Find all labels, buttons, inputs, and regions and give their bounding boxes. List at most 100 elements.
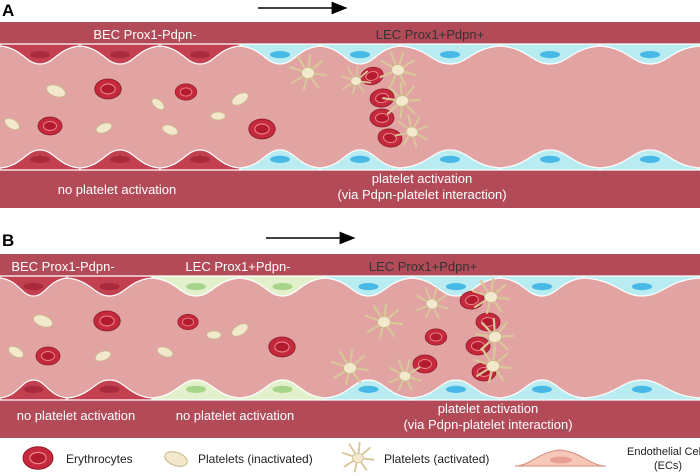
endothelial-cell [411, 379, 501, 401]
endothelial-cell [324, 275, 413, 297]
activation-label-line2: (via Pdpn-platelet interaction) [403, 417, 572, 432]
platelet-inactive [46, 84, 66, 98]
platelet-inactive [210, 111, 226, 121]
legend-platelets-activated-label: Platelets (activated) [384, 452, 489, 466]
endothelial-cell [66, 275, 153, 297]
erythrocyte [248, 118, 276, 140]
panel-a: A BEC Prox1-Pdpn- LEC Prox1+Pdpn+ no pla… [0, 1, 700, 208]
top-endothelial-layer [0, 43, 700, 65]
legend-erythrocytes-label: Erythrocytes [66, 452, 133, 466]
endothelial-cell [599, 43, 700, 65]
endothelial-cell [599, 149, 700, 171]
erythrocyte [174, 83, 198, 101]
cell-nucleus [186, 283, 206, 291]
platelet-core [395, 95, 409, 107]
platelet-inactive [8, 346, 24, 358]
endothelial-cell [239, 275, 326, 297]
platelet-activated [364, 302, 404, 340]
platelet-activated [388, 359, 422, 391]
platelet-core [486, 360, 500, 372]
endothelial-cell [151, 379, 241, 401]
cell-label-bec: BEC Prox1-Pdpn- [93, 27, 196, 42]
erythrocyte [177, 314, 199, 330]
platelet-inactive [4, 118, 20, 130]
endothelial-cell [583, 275, 700, 297]
erythrocyte [412, 354, 438, 374]
cell-nucleus [23, 283, 44, 291]
cell-nucleus [190, 51, 210, 59]
platelet-core [350, 76, 362, 86]
platelet-core [343, 362, 357, 374]
endothelial-cell [0, 149, 81, 171]
erythrocyte-center [41, 351, 55, 361]
platelet-core [488, 331, 502, 343]
no-activation-label-2: no platelet activation [176, 408, 295, 423]
erythrocyte [424, 328, 448, 346]
activation-label-line1: platelet activation [372, 171, 472, 186]
legend: Erythrocytes Platelets (inactivated) Pla… [22, 441, 700, 473]
platelet-body [156, 346, 174, 358]
cell-nucleus [272, 385, 293, 393]
platelet-inactive [231, 323, 249, 337]
cell-nucleus [99, 283, 120, 291]
cell-nucleus [358, 385, 379, 393]
platelet-inactive [151, 98, 165, 110]
cell-label-lec-pos: LEC Prox1+Pdpn+ [376, 27, 484, 42]
erythrocyte [94, 78, 122, 100]
cell-nucleus [358, 283, 379, 291]
platelet-body [151, 98, 165, 110]
endothelial-cell [399, 149, 501, 171]
cell-nucleus [272, 283, 293, 291]
blood-cells [4, 51, 429, 148]
platelet-inactive [231, 92, 249, 106]
no-activation-label: no platelet activation [58, 182, 177, 197]
platelet-inactive [95, 122, 113, 134]
cell-nucleus [446, 385, 466, 393]
platelet-activated [341, 441, 375, 473]
erythrocyte [268, 336, 296, 358]
legend-platelets-inactivated-label: Platelets (inactivated) [198, 452, 313, 466]
platelet-body [231, 92, 249, 106]
erythrocyte-center [182, 317, 194, 327]
platelet-activated [394, 114, 429, 148]
cell-nucleus [540, 155, 560, 163]
erythrocyte-center [365, 71, 379, 81]
platelet-body [95, 122, 113, 134]
cell-nucleus [540, 51, 560, 59]
activation-label-line2: (via Pdpn-platelet interaction) [337, 187, 506, 202]
cell-nucleus [270, 51, 290, 59]
platelet-activated [475, 317, 515, 355]
platelet-body [161, 124, 179, 136]
cell-nucleus [640, 51, 660, 59]
panel-b: B BEC Prox1-Pdpn- LEC Prox1+Pdpn- LEC Pr… [0, 231, 700, 438]
platelet-core [425, 298, 439, 310]
endothelial-cell [319, 43, 401, 65]
platelet-body [94, 350, 112, 362]
cell-nucleus [350, 155, 370, 163]
cell-nucleus [440, 155, 460, 163]
endothelial-cell [324, 379, 413, 401]
cell-nucleus [350, 51, 370, 59]
platelet-core [484, 291, 498, 303]
cell-label-lec-neg: LEC Prox1+Pdpn- [185, 259, 290, 274]
platelet-body [210, 111, 226, 121]
cell-nucleus [632, 283, 652, 291]
platelet-activated [471, 277, 511, 315]
endothelial-cell [499, 275, 585, 297]
cell-nucleus [99, 385, 120, 393]
erythrocyte-center [274, 341, 290, 353]
endothelial-cell [499, 149, 601, 171]
erythrocyte-center [418, 359, 432, 369]
endothelial-cell [0, 275, 68, 297]
platelet-core [405, 126, 419, 138]
erythrocyte-center [254, 123, 270, 135]
erythrocyte-center [429, 332, 443, 342]
bottom-endothelial-layer [0, 379, 700, 401]
cell-nucleus [30, 51, 50, 59]
erythrocyte-center [375, 113, 389, 123]
platelet-core [352, 452, 364, 464]
legend-icons [22, 441, 607, 473]
bottom-endothelial-layer [0, 149, 700, 171]
erythrocyte [35, 346, 61, 366]
